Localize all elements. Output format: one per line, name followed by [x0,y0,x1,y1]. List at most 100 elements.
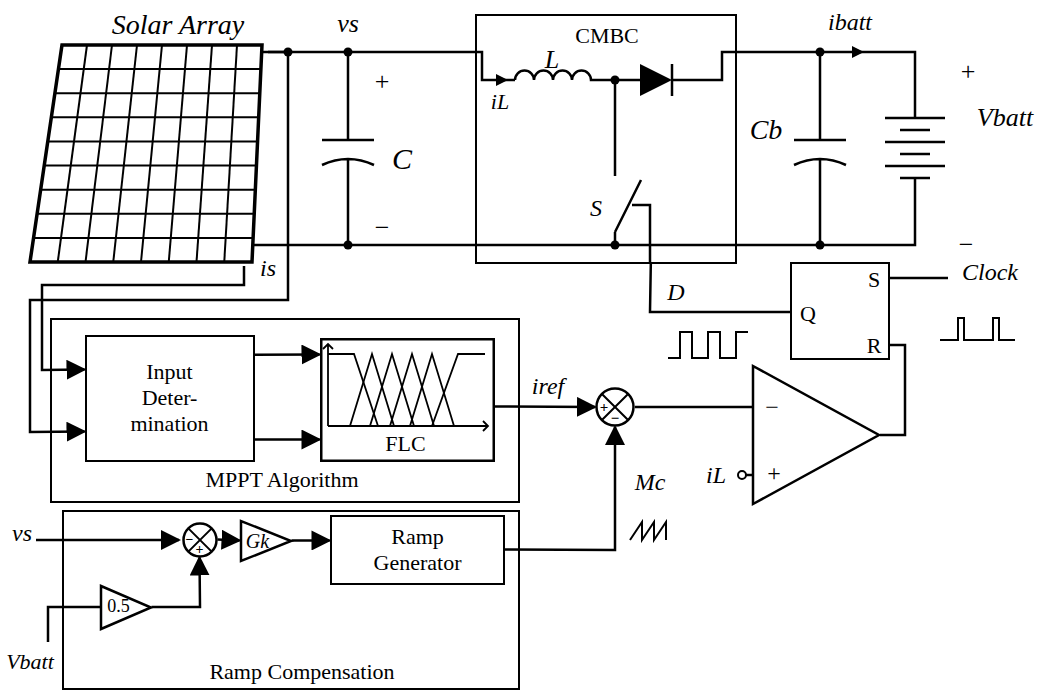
node-text: Solar Array [112,8,245,42]
mppt-box: MPPT AlgorithmInput Deter- minationFLC [50,318,520,503]
axis [323,344,488,431]
cell-line [86,45,113,262]
ramp-sawtooth [630,522,666,540]
signal-connector [218,540,240,541]
sum-junction: −+ [182,522,218,558]
signal-label: + [375,68,390,97]
cell-line [58,68,260,70]
cell-line [51,116,258,118]
signal-label: ibatt [828,9,872,35]
solar-array: Solar Array [28,8,268,266]
cell-line [141,45,162,262]
node-text: Q [800,301,816,327]
node-text: Input Deter- mination [120,359,220,438]
node-text: R [867,333,882,359]
capacitor-c [322,52,374,245]
node-text: CMBC [575,23,639,49]
membership-functions [323,344,488,431]
mf-triangle [370,354,414,426]
cell-line [224,45,237,262]
mf-triangle [390,354,434,426]
signal-label: Vbatt [977,104,1033,133]
junction-dot [344,241,353,250]
signal-connector [292,539,330,542]
signal-label: iL [491,90,509,114]
signal-label: vs [337,10,359,39]
cell-line [41,189,256,191]
signal-label: L [545,46,559,75]
node-text: FLC [385,430,425,456]
clock-pulses [940,318,1015,340]
edge-label: iref [530,373,566,399]
sum-junction: +− [595,387,635,427]
cell-line [55,92,260,94]
sr-flipflop: SQR [790,262,890,360]
signal-connector [635,406,752,409]
junction-dot [611,241,620,250]
node-text: + [196,541,204,558]
junction-dot [816,48,825,57]
signal-label: − [959,231,974,260]
cell-line [169,45,187,262]
output-rail [253,52,915,245]
junction-dot [344,48,353,57]
converter-box: CMBC [475,14,737,264]
node-text: + [600,398,609,416]
comparator: −+ [752,365,880,505]
duty-waveform [668,332,748,358]
triangle-outline [753,366,879,504]
solar-panel [30,45,262,262]
node-text: + [767,459,781,488]
capacitor-cb [794,52,846,245]
il-arrowhead [496,74,508,86]
mf-right [432,354,485,426]
signal-label: Cb [750,115,783,146]
signal-connector [505,427,616,550]
gain-block: Gk [240,520,292,562]
signal-label: S [590,195,602,221]
edge-label: D [665,279,686,305]
node-text: − [186,531,194,548]
panel-frame [30,45,262,262]
switch-symbol [615,80,641,245]
battery-symbol [885,118,945,178]
signal-connector [152,558,201,608]
il-terminal [738,471,746,479]
cell-line [197,45,213,262]
ibatt-arrowhead [852,46,864,58]
flc-box [321,339,494,461]
signal-connector [650,264,790,312]
gate-wire [632,205,650,262]
junction-dot [816,241,825,250]
cell-line [44,165,256,167]
edge-label: is [258,255,278,281]
signal-label: iL [706,462,726,488]
signal-connector [255,353,320,356]
mf-triangle [410,354,454,426]
signal-label: − [375,214,390,243]
gain-block: 0.5 [100,585,152,630]
diode-symbol [640,64,672,96]
signal-label: Vbatt [6,650,54,674]
junction-dot [611,76,620,85]
vbatt-input-wire [48,607,100,642]
mf-triangle [350,354,394,426]
signal-label: Clock [962,259,1018,285]
edge-label: Mc [633,469,668,495]
cell-line [48,140,258,142]
node-text: Ramp Generator [355,523,480,576]
ramp-box: Ramp Compensation −+ Gk Ramp Generator 0.5 [62,510,520,690]
cell-line [113,45,137,262]
circuit-wires [36,52,1015,642]
cell-line [37,213,254,215]
node-text: Ramp Compensation [209,659,394,685]
signal-label: vs [12,520,32,546]
cell-line [58,45,87,262]
vs-input-wire [36,539,179,542]
process-box: Input Deter- mination [85,335,255,462]
cell-line [34,237,254,239]
node-text: Gk [246,529,269,553]
